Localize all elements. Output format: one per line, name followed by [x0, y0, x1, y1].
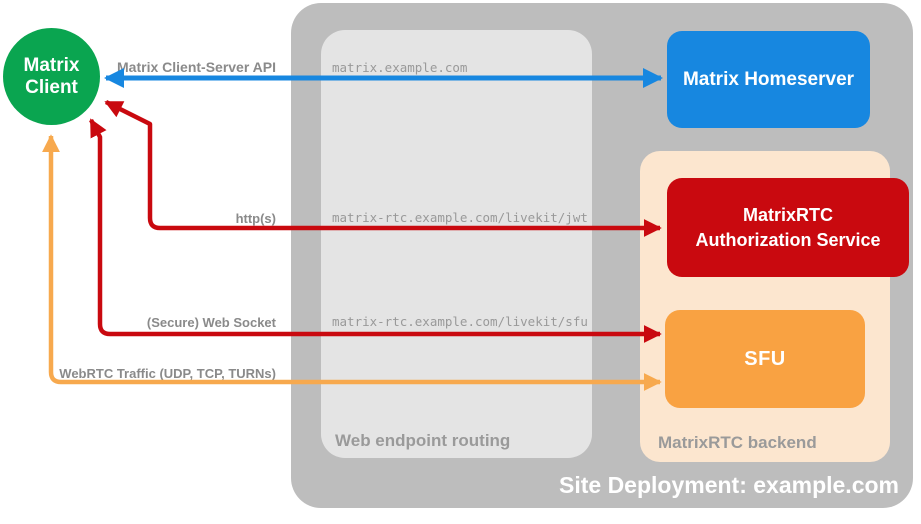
endpoint-livekit-sfu-url: matrix-rtc.example.com/livekit/sfu	[332, 314, 588, 329]
endpoint-livekit-jwt-url: matrix-rtc.example.com/livekit/jwt	[332, 210, 588, 225]
https-arrow-label: http(s)	[235, 211, 276, 226]
matrixrtc-authorization-service-node: MatrixRTC Authorization Service	[667, 178, 909, 277]
sfu-label: SFU	[744, 347, 786, 370]
web-endpoint-routing-label: Web endpoint routing	[335, 431, 511, 450]
matrix-client-label-line2: Client	[25, 76, 78, 98]
web-endpoint-routing-container: Web endpoint routing	[321, 30, 592, 458]
site-deployment-label: Site Deployment: example.com	[559, 472, 899, 498]
matrix-homeserver-label: Matrix Homeserver	[682, 68, 855, 90]
client-server-api-arrow-label: Matrix Client-Server API	[117, 59, 276, 75]
endpoint-homeserver-url: matrix.example.com	[332, 60, 468, 75]
webrtc-traffic-arrow-label: WebRTC Traffic (UDP, TCP, TURNs)	[59, 366, 276, 381]
matrix-client-node: Matrix Client	[3, 28, 100, 125]
sfu-node: SFU	[665, 310, 865, 408]
websocket-arrow-label: (Secure) Web Socket	[146, 315, 276, 330]
matrix-homeserver-node: Matrix Homeserver	[667, 31, 870, 128]
matrix-client-label-line1: Matrix	[23, 54, 80, 76]
matrixrtc-backend-label: MatrixRTC backend	[658, 433, 817, 452]
matrixrtc-authorization-service-label: MatrixRTC Authorization Service	[695, 205, 881, 250]
